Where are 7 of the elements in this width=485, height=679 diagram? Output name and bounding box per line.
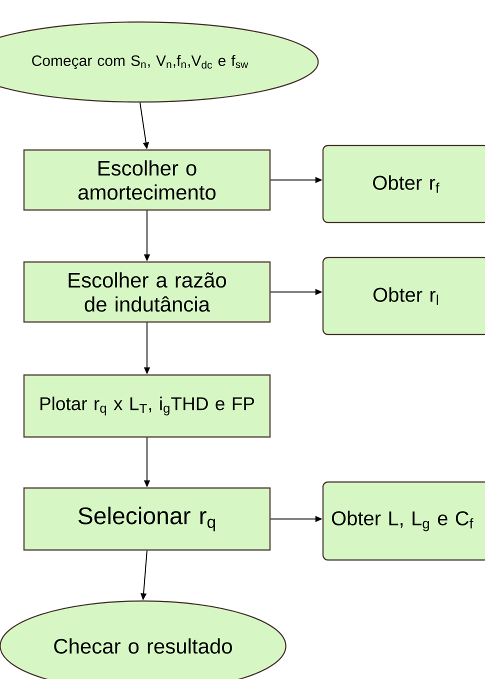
result-box: Obter L, L$_{g}$ e C$_{f}$ <box>322 481 485 561</box>
process-box: Escolher o amortecimento <box>23 149 271 211</box>
process-box: Escolher a razão de indutância <box>23 261 271 323</box>
process-box: Selecionar r$_{q}$ <box>23 487 271 551</box>
result-box: Obter r$_{f}$ <box>322 144 485 224</box>
process-box: Plotar r$_{q}$ x L$_{T}$, i$_{g}$THD e FP <box>23 374 271 438</box>
result-box: Obter r$_{l}$ <box>322 256 485 336</box>
